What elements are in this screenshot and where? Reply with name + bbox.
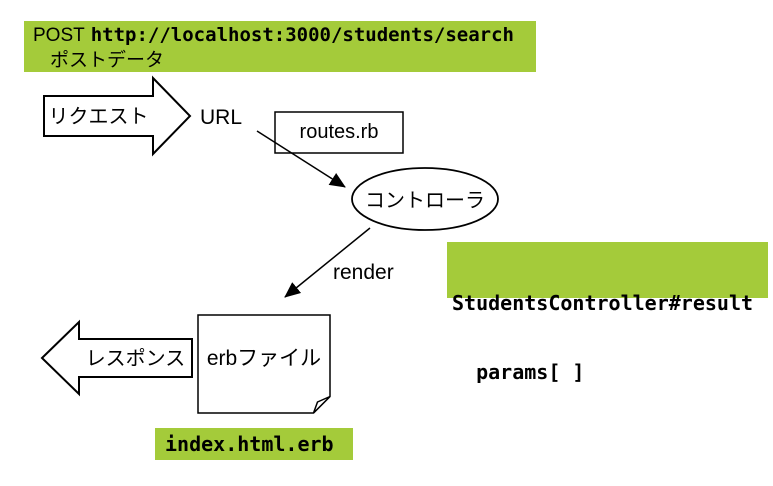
url-to-controller-arrow bbox=[256, 130, 346, 188]
render-label: render bbox=[333, 261, 394, 284]
controller-params-text: params[ ] bbox=[452, 360, 585, 384]
response-arrow-label: レスポンス bbox=[85, 346, 186, 370]
post-data-label: ポストデータ bbox=[50, 49, 165, 71]
erb-document-fold bbox=[312, 395, 331, 414]
routes-box bbox=[274, 111, 404, 154]
http-method-label: POST bbox=[33, 25, 85, 46]
controller-to-erb-arrow bbox=[284, 227, 371, 298]
controller-label: コントローラ bbox=[365, 188, 485, 212]
controller-ellipse bbox=[351, 167, 499, 231]
controller-action-text: StudentsController#result bbox=[452, 291, 754, 315]
response-arrow-shape bbox=[40, 319, 193, 397]
url-label: URL bbox=[200, 106, 243, 129]
erb-file-label: erbファイル bbox=[206, 347, 322, 370]
template-name-note: index.html.erb bbox=[155, 428, 353, 460]
controller-detail-note: StudentsController#result params[ ] bbox=[447, 242, 768, 384]
request-arrow-shape bbox=[43, 75, 192, 157]
routes-file-label: routes.rb bbox=[299, 121, 379, 143]
request-arrow-label: リクエスト bbox=[48, 104, 149, 128]
request-url-text: http://localhost:3000/students/search bbox=[90, 24, 514, 46]
